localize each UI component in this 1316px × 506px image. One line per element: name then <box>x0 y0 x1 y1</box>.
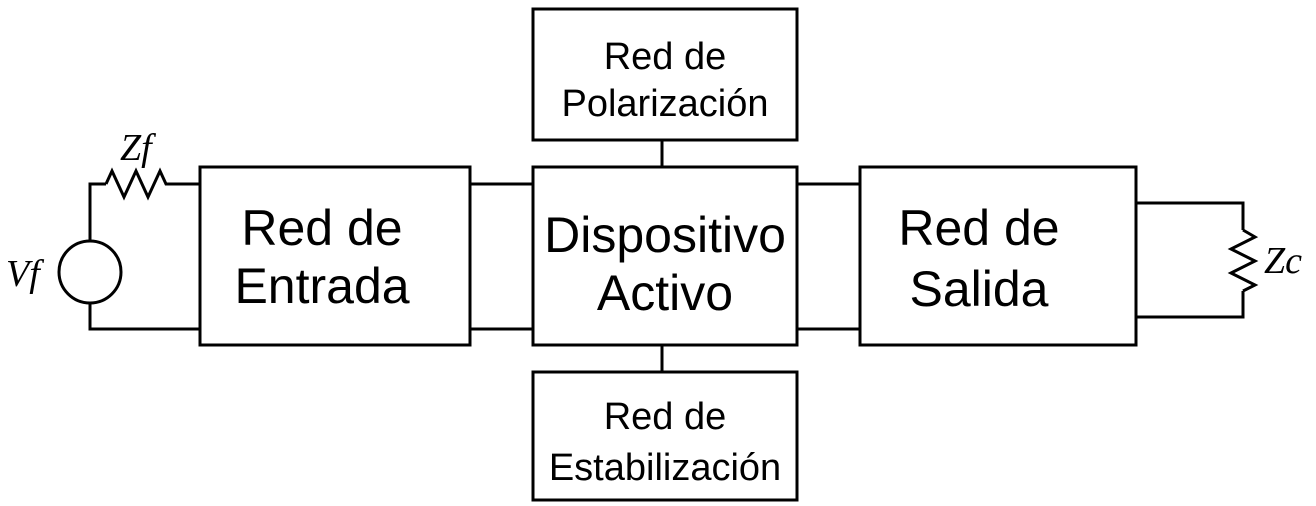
source-impedance-resistor <box>104 167 200 201</box>
bias-network-label-line2: Polarización <box>562 83 769 125</box>
output-network-label-line1: Red de <box>898 200 1059 256</box>
active-device-label-line1: Dispositivo <box>544 207 786 263</box>
voltage-source-symbol <box>57 239 123 305</box>
source-voltage-label: Vf <box>6 253 44 295</box>
source-impedance-label: Zf <box>120 127 156 169</box>
load-impedance-resistor <box>1227 228 1259 293</box>
load-bottom-wire <box>1136 291 1245 319</box>
load-top-wire <box>1136 201 1245 230</box>
input-network-label-line2: Entrada <box>234 258 409 314</box>
bias-network-box <box>531 7 799 142</box>
load-impedance-label: Zc <box>1264 240 1302 282</box>
input-network-box <box>198 165 472 347</box>
active-device-label-line2: Activo <box>597 265 733 321</box>
output-network-label-line2: Salida <box>910 261 1049 317</box>
stabilization-network-box <box>531 370 799 502</box>
source-bottom-wire <box>88 303 200 331</box>
active-device-box <box>531 165 799 347</box>
input-network-label-line1: Red de <box>241 200 402 256</box>
output-network-box <box>858 165 1138 347</box>
source-top-wire <box>88 182 106 241</box>
stabilization-network-label-line2: Estabilización <box>549 447 781 489</box>
bias-network-label-line1: Red de <box>604 36 727 78</box>
stabilization-network-label-line1: Red de <box>604 396 727 438</box>
